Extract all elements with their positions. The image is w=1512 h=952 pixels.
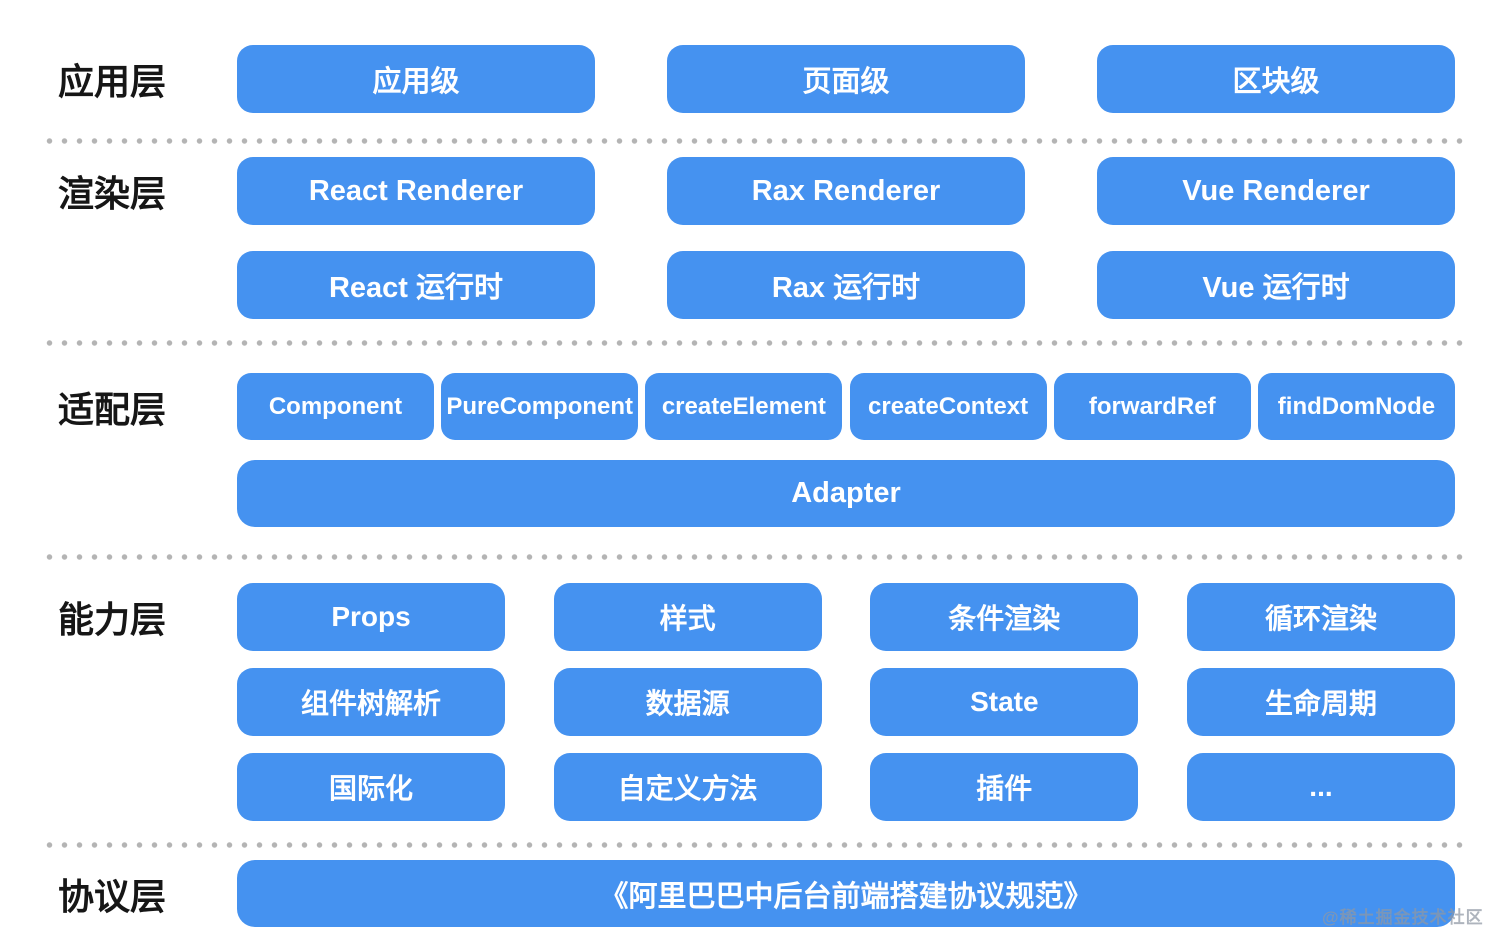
section-divider [42, 554, 1470, 560]
node-vue-runtime: Vue 运行时 [1097, 251, 1455, 319]
layer-protocol: 协议层 《阿里巴巴中后台前端搭建协议规范》 [0, 860, 1512, 928]
layer-label-render: 渲染层 [58, 173, 167, 214]
node-datasource: 数据源 [553, 668, 822, 736]
node-state: State [870, 668, 1139, 736]
layer-label-application: 应用层 [58, 61, 167, 102]
node-conditional-render: 条件渲染 [870, 583, 1139, 651]
node-react-renderer: React Renderer [237, 157, 595, 225]
node-protocol-spec: 《阿里巴巴中后台前端搭建协议规范》 [237, 860, 1455, 927]
section-divider [42, 138, 1470, 144]
node-block-level: 区块级 [1097, 45, 1455, 113]
node-props: Props [237, 583, 505, 651]
node-plugin: 插件 [870, 753, 1139, 821]
layer-application: 应用层 应用级 页面级 区块级 [0, 45, 1512, 113]
node-forwardref: forwardRef [1053, 373, 1251, 440]
layer-capability: 能力层 Props 样式 条件渲染 循环渲染 组件树解析 数据源 State 生… [0, 583, 1512, 821]
node-style: 样式 [553, 583, 822, 651]
section-divider [42, 340, 1470, 346]
node-custom-method: 自定义方法 [553, 753, 822, 821]
node-createelement: createElement [645, 373, 843, 440]
layer-label-capability: 能力层 [58, 599, 167, 640]
node-rax-runtime: Rax 运行时 [667, 251, 1025, 319]
node-component: Component [237, 373, 434, 440]
node-finddomnode: findDomNode [1257, 373, 1455, 440]
layer-render: 渲染层 React Renderer Rax Renderer Vue Rend… [0, 157, 1512, 319]
node-rax-renderer: Rax Renderer [667, 157, 1025, 225]
node-adapter-bar: Adapter [237, 460, 1455, 527]
node-loop-render: 循环渲染 [1186, 583, 1455, 651]
node-purecomponent: PureComponent [441, 373, 639, 440]
node-vue-renderer: Vue Renderer [1097, 157, 1455, 225]
node-component-tree-parse: 组件树解析 [237, 668, 505, 736]
node-createcontext: createContext [849, 373, 1047, 440]
layer-label-adapter: 适配层 [58, 389, 167, 430]
layer-adapter: 适配层 Component PureComponent createElemen… [0, 373, 1512, 527]
node-more-ellipsis: ... [1186, 753, 1455, 821]
node-react-runtime: React 运行时 [237, 251, 595, 319]
node-page-level: 页面级 [667, 45, 1025, 113]
node-lifecycle: 生命周期 [1186, 668, 1455, 736]
node-i18n: 国际化 [237, 753, 505, 821]
layer-label-protocol: 协议层 [58, 876, 167, 917]
node-application-level: 应用级 [237, 45, 595, 113]
section-divider [42, 842, 1470, 848]
watermark-juejin: @稀土掘金技术社区 [1322, 908, 1484, 927]
